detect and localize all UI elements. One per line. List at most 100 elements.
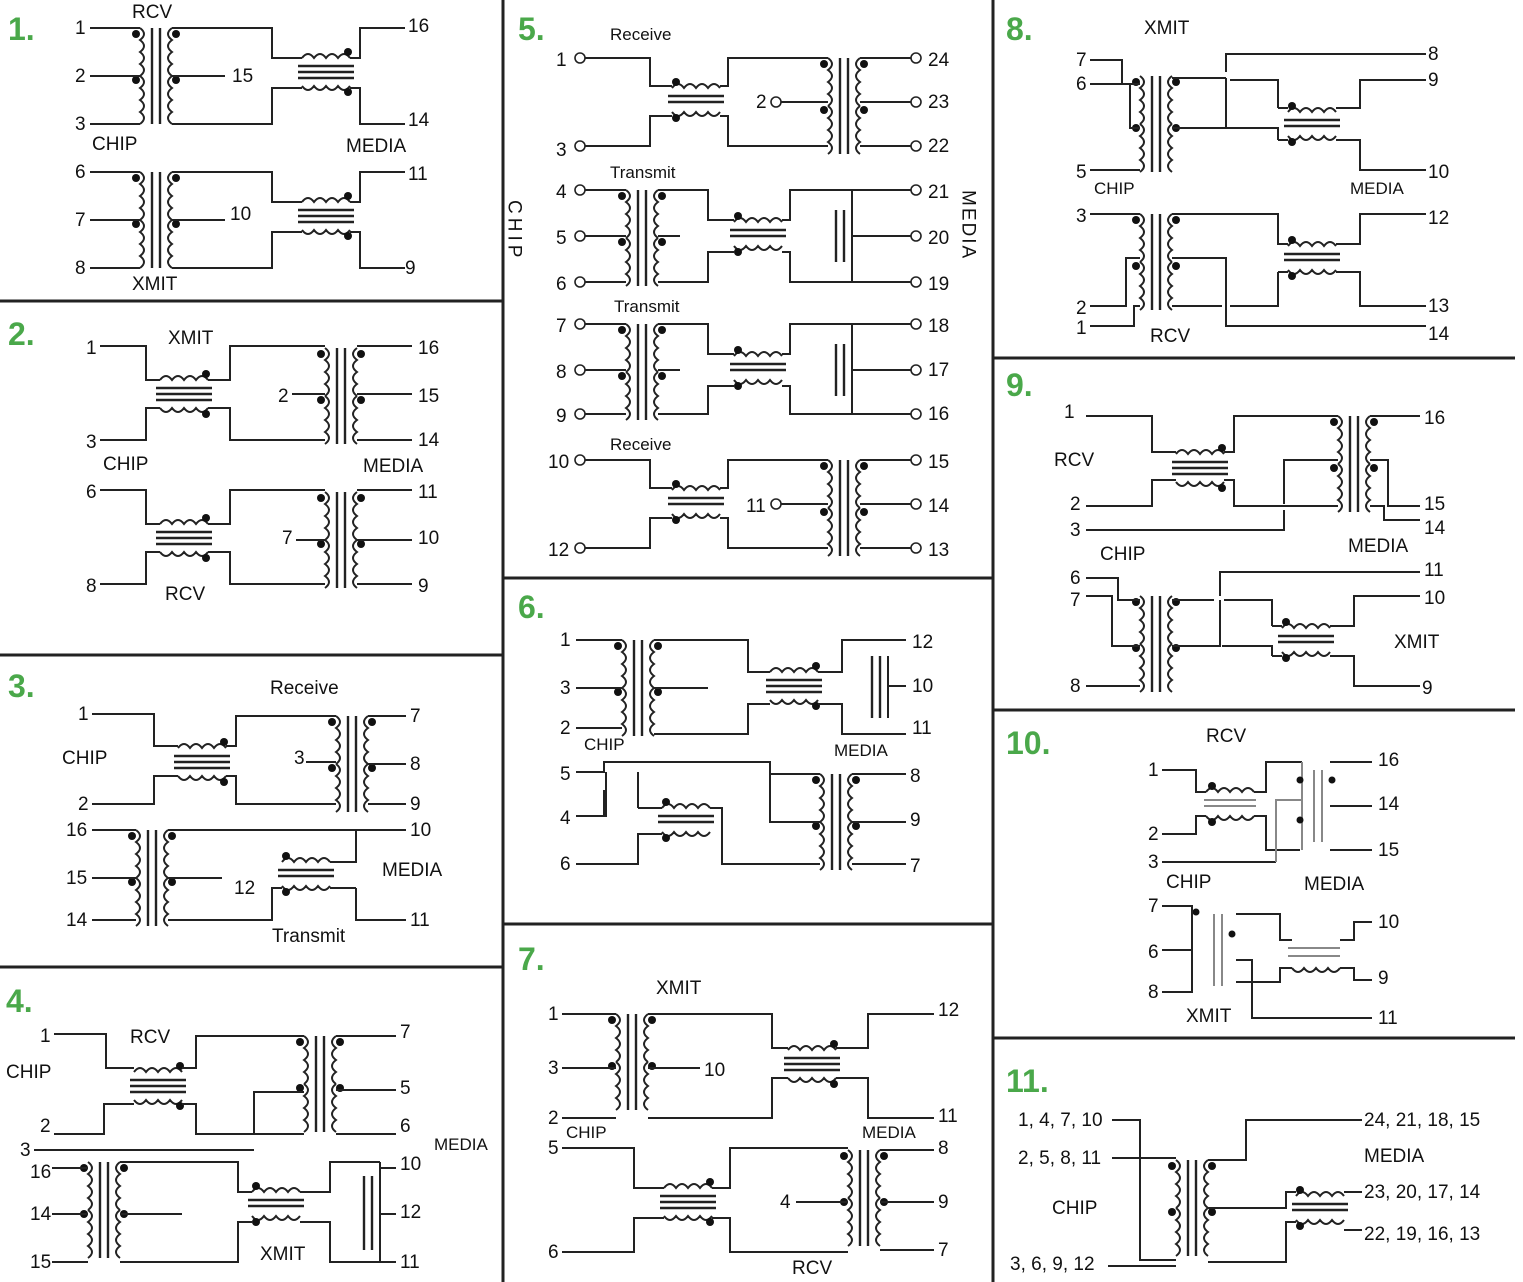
choke-symbol [248, 1182, 304, 1226]
pin-label: 21 [928, 182, 949, 203]
pin-label: 11 [1424, 560, 1444, 581]
pin-label: 2 [548, 1108, 559, 1129]
pin-label: 2 [560, 718, 571, 739]
choke-symbol [668, 78, 724, 122]
label-chip: CHIP [584, 735, 625, 754]
label-bottom: XMIT [1394, 632, 1440, 653]
pin-label: 5 [1076, 162, 1087, 183]
pin-label: 10 [912, 676, 933, 697]
pin-label: 12 [548, 540, 569, 561]
pin-label: 6 [560, 854, 571, 875]
pin-label: 16 [928, 404, 949, 425]
pin-label: 9 [910, 810, 921, 831]
pin-label: 16 [408, 16, 429, 37]
label-top: XMIT [168, 328, 214, 349]
pin-label: 16 [1424, 408, 1445, 429]
label-bottom: Transmit [272, 926, 346, 947]
transformer-symbol [608, 1014, 656, 1110]
panel-10: 10. RCV CHIP MEDIA XMIT 1 2 3 16 14 15 7… [1006, 725, 1400, 1029]
pin-label: 8 [1428, 44, 1439, 65]
pin-label: 12 [912, 632, 933, 653]
pin-label: 2 [278, 386, 289, 407]
pin-label: 7 [556, 316, 567, 337]
pin-label: 6 [556, 274, 567, 295]
pin-label: 3, 6, 9, 12 [1010, 1254, 1095, 1275]
pin-label: 12 [234, 878, 255, 899]
label-chip: CHIP [62, 748, 107, 769]
panel-number: 4. [6, 983, 33, 1019]
pin-label: 24, 21, 18, 15 [1364, 1110, 1480, 1131]
pin-label: 10 [1428, 162, 1449, 183]
pin-label: 22 [928, 136, 949, 157]
choke-symbol [784, 1040, 840, 1088]
pin-label: 7 [938, 1240, 949, 1261]
pin-label: 15 [928, 452, 949, 473]
transformer-symbol [317, 348, 365, 444]
label-media: MEDIA [1364, 1146, 1425, 1167]
pin-label: 7 [75, 210, 86, 231]
pin-label: 23 [928, 92, 949, 113]
label-chip: CHIP [1094, 179, 1135, 198]
pin-label: 7 [910, 856, 921, 877]
pin-label: 12 [1428, 208, 1449, 229]
transformer-symbol [820, 460, 868, 556]
label-chip: CHIP [103, 454, 148, 475]
pin-label: 1 [75, 18, 86, 39]
pin-label: 9 [938, 1192, 949, 1213]
pin-label: 8 [1148, 982, 1159, 1003]
pin-label: 2 [78, 794, 89, 815]
transformer-symbol [1132, 76, 1180, 172]
pin-label: 9 [405, 258, 416, 279]
label-top: XMIT [656, 978, 702, 999]
panel-2: 2. XMIT CHIP MEDIA RCV 1 3 2 16 15 14 6 … [8, 316, 440, 605]
pin-label: 7 [400, 1022, 411, 1043]
pin-label: 15 [1378, 840, 1399, 861]
panel-number: 7. [518, 941, 545, 977]
pin-label: 6 [548, 1242, 559, 1263]
choke-symbol [730, 212, 786, 256]
pin-label: 6 [1148, 942, 1159, 963]
pin-label: 8 [410, 754, 421, 775]
label-top: RCV [132, 2, 172, 23]
pin-label: 9 [1378, 968, 1389, 989]
pin-label: 9 [410, 794, 421, 815]
panel-number: 9. [1006, 367, 1033, 403]
panel-9: 9. RCV CHIP MEDIA XMIT 1 2 3 16 15 14 6 … [1006, 367, 1446, 699]
label-top: XMIT [1144, 18, 1190, 39]
panel-11: 11. CHIP MEDIA 1, 4, 7, 10 2, 5, 8, 11 3… [1006, 1063, 1481, 1275]
label-top: RCV [130, 1027, 170, 1048]
label-top: RCV [1206, 726, 1246, 747]
pin-label: 2 [1070, 494, 1081, 515]
pin-label: 1 [556, 50, 567, 71]
label-chip: CHIP [1166, 872, 1211, 893]
pin-label: 3 [1148, 852, 1159, 873]
label-top: Receive [270, 678, 339, 699]
pin-label: 6 [400, 1116, 411, 1137]
pin-label: 2 [75, 66, 86, 87]
choke-symbol [1292, 1186, 1348, 1230]
pin-label: 3 [556, 140, 567, 161]
pin-label: 19 [928, 274, 949, 295]
pin-label: 10 [418, 528, 439, 549]
label-top: RCV [1054, 450, 1094, 471]
pin-label: 3 [294, 748, 305, 769]
pin-label: 14 [928, 496, 950, 517]
transformer-symbol [840, 1150, 888, 1246]
pin-label: 13 [1428, 296, 1449, 317]
pin-label: 2 [1076, 298, 1087, 319]
label-chip: CHIP [92, 134, 137, 155]
pin-label: 2 [40, 1116, 51, 1137]
pin-label: 10 [704, 1060, 725, 1081]
pin-label: 1 [560, 630, 571, 651]
choke-symbol [668, 480, 724, 524]
pin-label: 18 [928, 316, 949, 337]
pin-label: 17 [928, 360, 949, 381]
label-media-vertical: MEDIA [958, 190, 979, 260]
label-bottom: XMIT [260, 1244, 306, 1265]
choke-symbol [1204, 782, 1256, 826]
transformer-symbol [618, 324, 666, 420]
choke-symbol [1172, 444, 1228, 492]
panel-number: 6. [518, 589, 545, 625]
pin-label: 1 [548, 1004, 559, 1025]
